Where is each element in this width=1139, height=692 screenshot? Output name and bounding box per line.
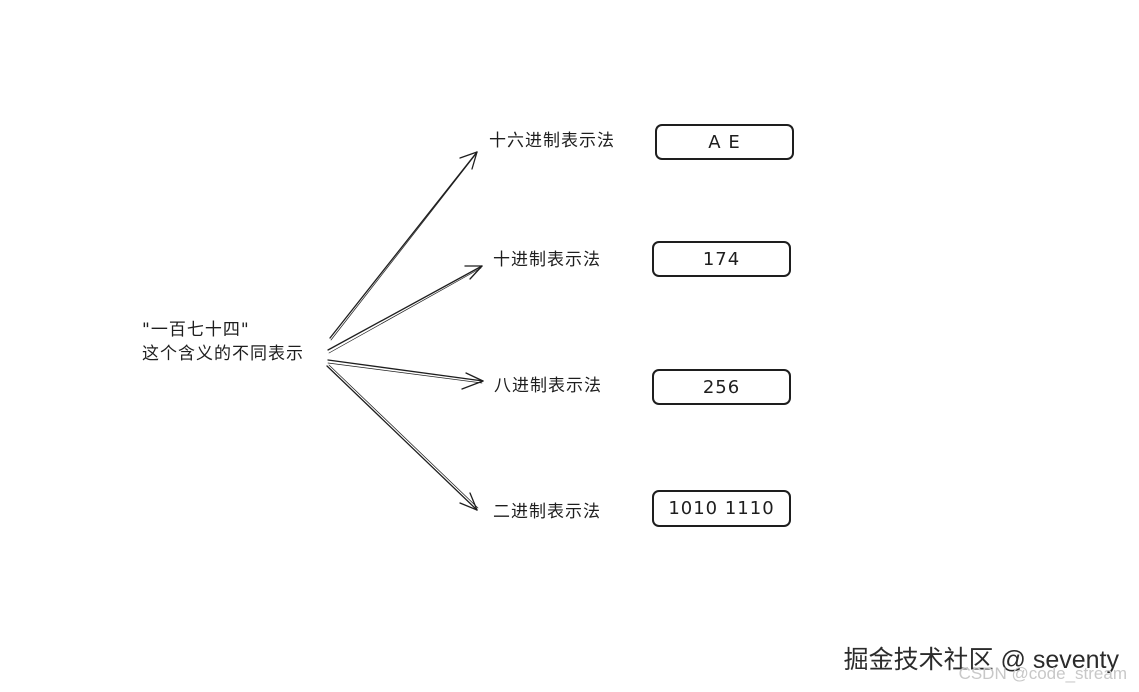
arrow-decimal xyxy=(327,265,483,354)
source-line-2: 这个含义的不同表示 xyxy=(142,344,304,364)
watermark-text: 掘金技术社区 @ seventy xyxy=(843,646,1119,674)
value-box-octal: 256 xyxy=(652,369,791,405)
branch-label-decimal: 十进制表示法 xyxy=(493,250,601,270)
value-box-binary: 1010 1110 xyxy=(652,490,791,527)
value-box-hex: A E xyxy=(655,124,794,160)
source-label: "一百七十四" 这个含义的不同表示 xyxy=(142,318,304,366)
branch-label-octal: 八进制表示法 xyxy=(494,376,602,396)
branch-label-binary: 二进制表示法 xyxy=(493,502,601,522)
branch-label-hex: 十六进制表示法 xyxy=(489,131,615,151)
value-box-decimal: 174 xyxy=(652,241,791,277)
credit-text: CSDN @code_stream xyxy=(958,664,1127,683)
arrow-hex xyxy=(329,151,478,341)
source-line-1: "一百七十四" xyxy=(142,320,250,340)
arrow-binary xyxy=(326,364,479,511)
arrow-octal xyxy=(327,359,484,390)
